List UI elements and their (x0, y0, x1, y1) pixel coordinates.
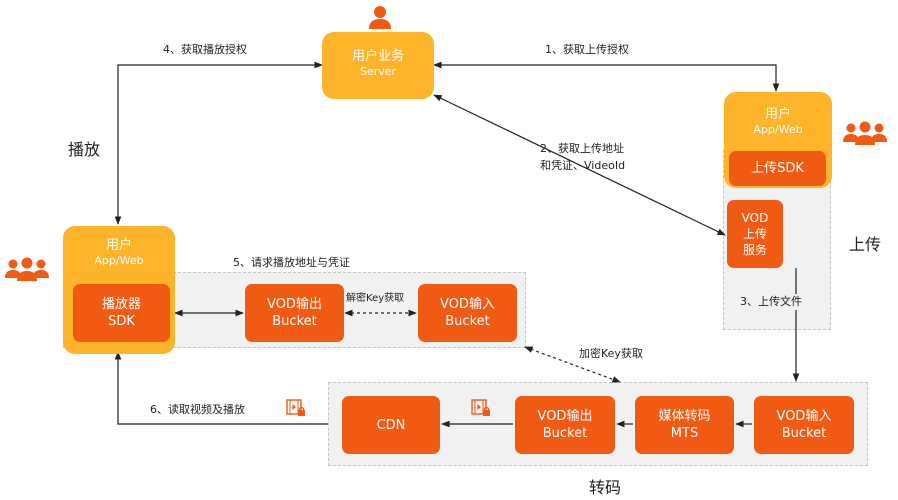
upload-sdk: 上传SDK (729, 151, 826, 186)
decrypt-key-label: 解密Key获取 (346, 293, 405, 304)
vod-output-bottom-line2: Bucket (542, 426, 588, 441)
arrow-step1 (433, 61, 780, 92)
arrow-step6 (114, 351, 328, 425)
user-upload-line1: 用户 (764, 107, 791, 122)
group-icon (4, 256, 50, 282)
cdn-label: CDN (376, 417, 406, 433)
vod-input-bottom-line1: VOD输入 (776, 409, 832, 424)
player-sdk: 播放器 SDK (73, 284, 170, 342)
player-sdk-line2: SDK (108, 314, 135, 329)
upload-sdk-label: 上传SDK (751, 161, 804, 176)
mts-node: 媒体转码 MTS (635, 396, 734, 454)
player-sdk-line1: 播放器 (101, 297, 141, 312)
vod-upload-service-line1: VOD (741, 211, 769, 225)
server-line1: 用户业务 (351, 49, 404, 64)
vod-input-bucket-top: VOD输入 Bucket (418, 284, 517, 342)
vod-output-bucket-top: VOD输出 Bucket (245, 284, 344, 342)
person-icon (369, 5, 391, 29)
arrow-step4 (114, 61, 323, 225)
step4-label: 4、获取播放授权 (163, 43, 247, 56)
user-play-line1: 用户 (105, 238, 132, 253)
step6-label: 6、读取视频及播放 (150, 403, 245, 416)
vod-output-top-line2: Bucket (272, 314, 317, 329)
server-line2: Server (359, 65, 397, 78)
section-play-label: 播放 (68, 140, 101, 159)
user-upload-line2: App/Web (753, 123, 803, 136)
video-lock-icon (286, 398, 306, 418)
vod-input-bottom-line2: Bucket (781, 426, 827, 441)
step5-label: 5、请求播放地址与凭证 (233, 256, 350, 269)
cdn-node: CDN (342, 396, 440, 454)
mts-line2: MTS (670, 426, 699, 441)
step3-label: 3、上传文件 (738, 294, 804, 310)
step2-label-line2: 和凭证、VideoId (540, 159, 626, 172)
section-transcode-label: 转码 (589, 478, 622, 497)
vod-output-top-line1: VOD输出 (267, 297, 322, 312)
server-node: 用户业务 Server (322, 32, 434, 99)
step2-label-line1: 2、获取上传地址 (540, 142, 624, 155)
vod-input-top-line2: Bucket (445, 314, 490, 329)
section-upload-label: 上传 (849, 235, 882, 254)
vod-upload-service-line3: 服务 (742, 243, 767, 257)
step1-label: 1、获取上传授权 (545, 43, 629, 56)
vod-upload-service-line2: 上传 (742, 227, 767, 241)
group-icon (842, 120, 888, 146)
vod-input-bucket-bottom: VOD输入 Bucket (754, 396, 854, 454)
arrow-encrypt-key (524, 346, 621, 383)
mts-line1: 媒体转码 (658, 409, 711, 424)
video-lock-icon (471, 398, 491, 418)
user-play-line2: App/Web (94, 254, 144, 267)
vod-output-bucket-bottom: VOD输出 Bucket (515, 396, 615, 454)
vod-upload-service: VOD 上传 服务 (727, 200, 783, 268)
arrow-step2 (433, 94, 726, 236)
vod-input-top-line1: VOD输入 (440, 297, 495, 312)
vod-output-bottom-line1: VOD输出 (537, 409, 593, 424)
encrypt-key-label: 加密Key获取 (579, 347, 643, 360)
